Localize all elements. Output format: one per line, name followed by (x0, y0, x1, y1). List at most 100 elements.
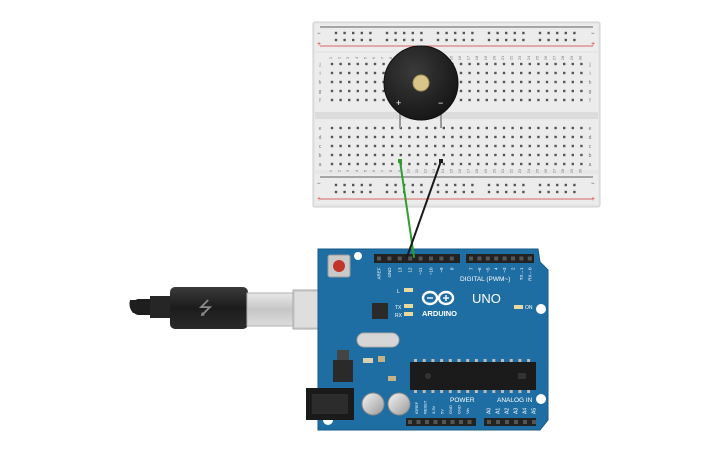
breadboard-hole[interactable] (545, 144, 549, 148)
power-pin-hole[interactable] (408, 420, 412, 424)
breadboard-hole[interactable] (528, 98, 531, 102)
rail-hole[interactable] (436, 31, 440, 35)
breadboard-hole[interactable] (502, 98, 506, 102)
breadboard-hole[interactable] (434, 144, 437, 148)
breadboard-hole[interactable] (554, 126, 557, 130)
breadboard-hole[interactable] (408, 153, 411, 157)
breadboard-hole[interactable] (399, 135, 402, 139)
breadboard-hole[interactable] (391, 153, 394, 157)
breadboard-hole[interactable] (434, 135, 437, 139)
breadboard-hole[interactable] (356, 126, 359, 130)
breadboard-hole[interactable] (477, 71, 480, 75)
breadboard-hole[interactable] (571, 162, 574, 166)
breadboard-hole[interactable] (537, 89, 540, 93)
rail-hole[interactable] (385, 183, 389, 187)
breadboard-hole[interactable] (348, 153, 351, 157)
breadboard-hole[interactable] (563, 89, 566, 93)
breadboard-hole[interactable] (365, 80, 368, 84)
rail-hole[interactable] (556, 31, 559, 35)
breadboard-hole[interactable] (391, 126, 394, 130)
breadboard-hole[interactable] (348, 62, 351, 66)
breadboard-hole[interactable] (477, 62, 480, 66)
rail-hole[interactable] (334, 183, 338, 187)
rail-hole[interactable] (522, 190, 525, 194)
breadboard-hole[interactable] (571, 89, 574, 93)
breadboard-hole[interactable] (339, 144, 342, 148)
breadboard-hole[interactable] (545, 153, 549, 157)
breadboard-hole[interactable] (554, 80, 557, 84)
breadboard-hole[interactable] (339, 126, 342, 130)
breadboard-hole[interactable] (451, 162, 454, 166)
breadboard-hole[interactable] (477, 144, 480, 148)
breadboard-hole[interactable] (339, 62, 342, 66)
breadboard-hole[interactable] (348, 71, 351, 75)
breadboard-hole[interactable] (571, 126, 574, 130)
rail-hole[interactable] (445, 31, 448, 35)
breadboard-hole[interactable] (545, 71, 549, 75)
breadboard-hole[interactable] (339, 153, 342, 157)
breadboard-hole[interactable] (442, 126, 445, 130)
breadboard-hole[interactable] (330, 153, 334, 157)
digital-pin-hole[interactable] (527, 256, 532, 261)
rail-hole[interactable] (394, 190, 397, 194)
rail-hole[interactable] (411, 31, 414, 35)
rail-hole[interactable] (462, 183, 465, 187)
breadboard-hole[interactable] (554, 89, 557, 93)
breadboard-hole[interactable] (477, 162, 480, 166)
breadboard-hole[interactable] (511, 144, 514, 148)
breadboard-hole[interactable] (494, 162, 497, 166)
breadboard-hole[interactable] (382, 153, 385, 157)
breadboard-hole[interactable] (434, 153, 437, 157)
breadboard-hole[interactable] (373, 89, 377, 93)
rail-hole[interactable] (522, 31, 525, 35)
rail-hole[interactable] (487, 190, 491, 194)
breadboard-hole[interactable] (459, 62, 463, 66)
rail-hole[interactable] (513, 31, 516, 35)
breadboard-hole[interactable] (494, 126, 497, 130)
breadboard-hole[interactable] (425, 153, 428, 157)
breadboard-hole[interactable] (399, 153, 402, 157)
rail-hole[interactable] (471, 190, 474, 194)
rail-hole[interactable] (420, 31, 423, 35)
rail-hole[interactable] (454, 31, 457, 35)
breadboard-hole[interactable] (382, 162, 385, 166)
breadboard-hole[interactable] (339, 80, 342, 84)
breadboard-hole[interactable] (545, 89, 549, 93)
breadboard-hole[interactable] (545, 62, 549, 66)
breadboard-hole[interactable] (545, 126, 549, 130)
breadboard-hole[interactable] (485, 98, 488, 102)
breadboard-hole[interactable] (511, 89, 514, 93)
breadboard-hole[interactable] (520, 98, 523, 102)
breadboard-hole[interactable] (502, 144, 506, 148)
analog-pin-hole[interactable] (505, 420, 509, 424)
rail-hole[interactable] (403, 38, 406, 42)
rail-hole[interactable] (385, 38, 389, 42)
rail-hole[interactable] (487, 183, 491, 187)
breadboard-hole[interactable] (339, 135, 342, 139)
rail-hole[interactable] (343, 190, 346, 194)
breadboard-hole[interactable] (545, 80, 549, 84)
rail-hole[interactable] (445, 183, 448, 187)
rail-hole[interactable] (547, 31, 550, 35)
breadboard-hole[interactable] (468, 80, 471, 84)
breadboard-hole[interactable] (373, 135, 377, 139)
breadboard-hole[interactable] (373, 162, 377, 166)
breadboard-hole[interactable] (365, 62, 368, 66)
breadboard-hole[interactable] (563, 135, 566, 139)
breadboard-hole[interactable] (330, 144, 334, 148)
breadboard-hole[interactable] (528, 135, 531, 139)
breadboard-hole[interactable] (382, 62, 385, 66)
breadboard-hole[interactable] (459, 89, 463, 93)
rail-hole[interactable] (556, 183, 559, 187)
breadboard-hole[interactable] (477, 153, 480, 157)
rail-hole[interactable] (487, 38, 491, 42)
digital-pin-hole[interactable] (511, 256, 515, 261)
digital-pin-hole[interactable] (485, 256, 490, 261)
digital-pin-hole[interactable] (429, 256, 433, 261)
breadboard-hole[interactable] (502, 71, 506, 75)
digital-pin-hole[interactable] (477, 256, 482, 261)
breadboard[interactable]: − + − + 12345678910111213141516171819202… (312, 21, 601, 208)
rail-hole[interactable] (454, 190, 457, 194)
breadboard-hole[interactable] (485, 162, 488, 166)
breadboard-hole[interactable] (580, 89, 583, 93)
